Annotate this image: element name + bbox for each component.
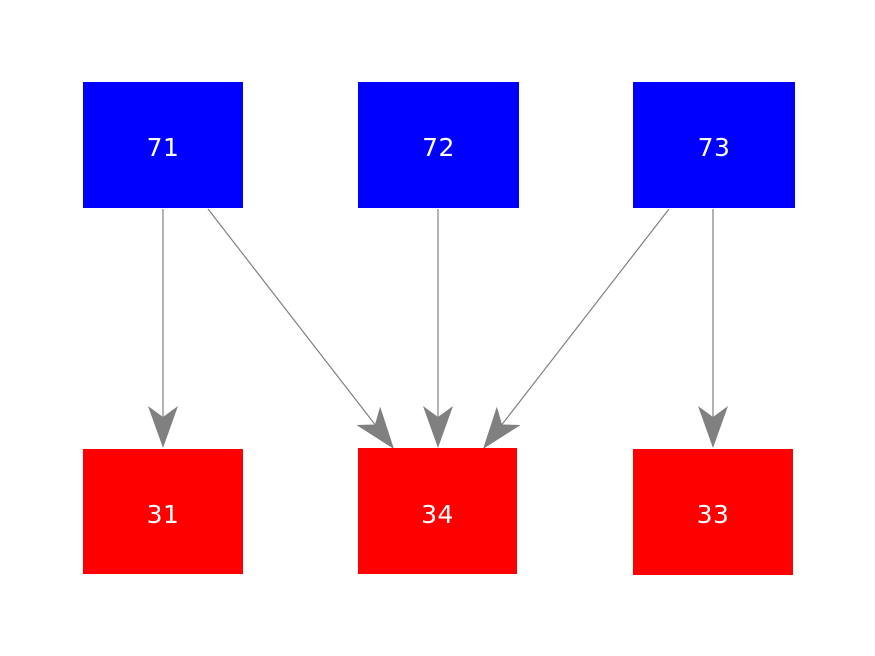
edge-72-34[interactable] bbox=[423, 209, 453, 448]
node-label-71: 71 bbox=[146, 133, 180, 162]
edge-71-34[interactable] bbox=[207, 208, 394, 449]
node-73[interactable]: 73 bbox=[633, 82, 795, 208]
edge-71-34-arrowhead-icon bbox=[356, 406, 394, 449]
node-label-73: 73 bbox=[697, 133, 731, 162]
edge-73-33[interactable] bbox=[698, 209, 728, 448]
node-72[interactable]: 72 bbox=[358, 82, 519, 208]
node-label-31: 31 bbox=[146, 500, 180, 529]
edge-73-34-arrowhead-icon bbox=[483, 406, 521, 449]
node-31[interactable]: 31 bbox=[83, 449, 243, 574]
node-label-72: 72 bbox=[422, 133, 455, 162]
edge-71-31-arrowhead-icon bbox=[148, 406, 178, 448]
node-33[interactable]: 33 bbox=[633, 449, 793, 575]
node-label-34: 34 bbox=[421, 500, 454, 529]
edge-73-33-arrowhead-icon bbox=[698, 406, 728, 448]
edge-72-34-arrowhead-icon bbox=[423, 406, 453, 448]
node-label-33: 33 bbox=[696, 500, 730, 529]
edge-71-34-line bbox=[207, 208, 378, 428]
edge-73-34[interactable] bbox=[483, 208, 670, 449]
edge-73-34-line bbox=[499, 208, 670, 428]
node-71[interactable]: 71 bbox=[83, 82, 243, 208]
node-34[interactable]: 34 bbox=[358, 448, 517, 574]
edge-71-31[interactable] bbox=[148, 209, 178, 448]
